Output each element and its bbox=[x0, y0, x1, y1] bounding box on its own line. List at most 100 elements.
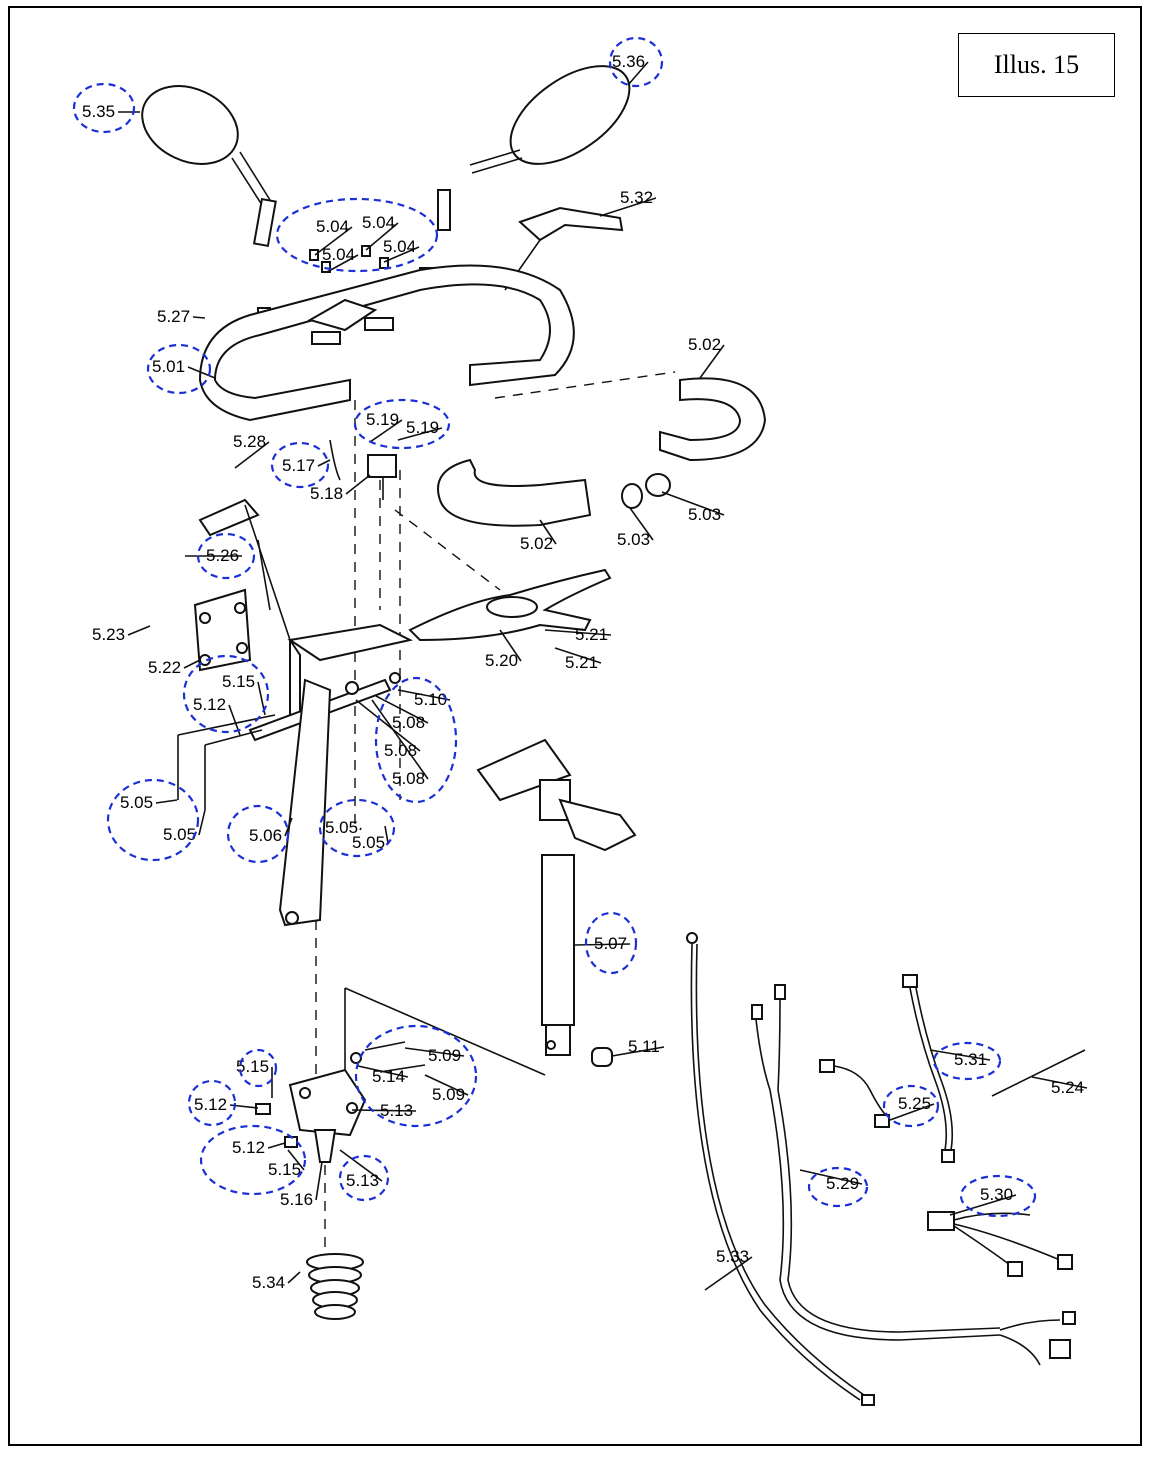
leader-line bbox=[499, 629, 522, 662]
part-label: 5.09 bbox=[432, 1085, 465, 1104]
highlight-circle bbox=[146, 343, 212, 395]
wiring-harness bbox=[751, 984, 1076, 1366]
frame-bracket bbox=[177, 623, 413, 927]
part-label: 5.35 bbox=[82, 102, 115, 121]
part-label: 5.05 bbox=[163, 825, 196, 844]
highlight-circles bbox=[72, 36, 1037, 1218]
lower-bracket bbox=[255, 920, 426, 1250]
leader-line bbox=[384, 825, 389, 844]
part-label: 5.04 bbox=[316, 217, 349, 236]
leader-line bbox=[192, 316, 206, 319]
leader-line bbox=[155, 799, 178, 804]
part-label: 5.15 bbox=[268, 1160, 301, 1179]
leader-line bbox=[357, 1065, 409, 1078]
leader-line bbox=[661, 491, 725, 516]
part-label: 5.10 bbox=[414, 690, 447, 709]
part-label: 5.12 bbox=[193, 695, 226, 714]
part-label: 5.03 bbox=[688, 505, 721, 524]
highlight-circle bbox=[270, 441, 330, 489]
part-label: 5.32 bbox=[620, 188, 653, 207]
leader-line bbox=[317, 459, 331, 467]
leader-line bbox=[699, 344, 725, 379]
drawing-frame bbox=[8, 6, 1142, 1446]
leader-line bbox=[554, 647, 602, 664]
part-label: 5.30 bbox=[980, 1185, 1013, 1204]
highlight-circle bbox=[182, 654, 270, 734]
part-label: 5.20 bbox=[485, 651, 518, 670]
part-label: 5.01 bbox=[152, 357, 185, 376]
highlight-circle bbox=[584, 911, 638, 975]
gas-strut bbox=[344, 738, 637, 1076]
part-label: 5.36 bbox=[612, 52, 645, 71]
highlight-circle bbox=[959, 1174, 1037, 1218]
brake-cable bbox=[686, 932, 875, 1406]
leader-line bbox=[287, 1149, 305, 1171]
leader-line bbox=[629, 507, 654, 541]
part-label: 5.12 bbox=[194, 1095, 227, 1114]
part-label: 5.19 bbox=[406, 418, 439, 437]
highlight-circle bbox=[338, 1154, 390, 1202]
part-label: 5.26 bbox=[206, 546, 239, 565]
leader-line bbox=[284, 817, 293, 837]
part-label: 5.21 bbox=[565, 653, 598, 672]
part-label: 5.05 bbox=[325, 818, 358, 837]
part-label: 5.22 bbox=[148, 658, 181, 677]
leader-line bbox=[359, 827, 362, 831]
part-label: 5.14 bbox=[372, 1067, 405, 1086]
part-label: 5.15 bbox=[236, 1057, 269, 1076]
leader-line bbox=[424, 1074, 469, 1096]
part-label: 5.23 bbox=[92, 625, 125, 644]
part-label: 5.16 bbox=[280, 1190, 313, 1209]
part-label: 5.25 bbox=[898, 1094, 931, 1113]
leader-line bbox=[365, 222, 399, 251]
part-label: 5.02 bbox=[688, 335, 721, 354]
part-label: 5.19 bbox=[366, 410, 399, 429]
leader-line bbox=[315, 1161, 323, 1201]
control-panel bbox=[193, 498, 291, 672]
part-label: 5.27 bbox=[157, 307, 190, 326]
mirror-right bbox=[419, 65, 631, 283]
part-label: 5.08 bbox=[392, 713, 425, 732]
part-label: 5.11 bbox=[628, 1037, 660, 1056]
highlight-circle bbox=[353, 398, 451, 450]
leader-line bbox=[351, 1109, 417, 1112]
connector-harness bbox=[927, 1211, 1073, 1277]
part-label: 5.31 bbox=[954, 1050, 987, 1069]
sensor-cable bbox=[819, 1059, 891, 1128]
leader-line bbox=[889, 1103, 935, 1121]
leader-line bbox=[371, 699, 429, 780]
part-label: 5.13 bbox=[346, 1171, 379, 1190]
leader-line bbox=[345, 474, 371, 495]
leader-line bbox=[397, 427, 443, 441]
leader-line bbox=[611, 1046, 665, 1057]
part-label: 5.04 bbox=[322, 245, 355, 264]
leader-line bbox=[949, 1194, 1017, 1216]
handle-grips bbox=[437, 371, 767, 527]
highlight-circle bbox=[318, 798, 396, 858]
highlight-circle bbox=[187, 1079, 237, 1127]
part-label: 5.29 bbox=[826, 1174, 859, 1193]
cable-tie bbox=[991, 1049, 1086, 1097]
leader-line bbox=[355, 699, 421, 752]
leader-line bbox=[287, 1271, 301, 1284]
leader-line bbox=[369, 419, 403, 443]
leader-line bbox=[599, 197, 657, 217]
highlight-circle bbox=[608, 36, 664, 88]
highlight-circle bbox=[275, 197, 439, 273]
foot-rest-plate bbox=[394, 509, 612, 642]
part-label: 5.09 bbox=[428, 1046, 461, 1065]
leader-line bbox=[198, 809, 206, 836]
leader-line bbox=[404, 1047, 465, 1057]
part-label: 5.13 bbox=[380, 1101, 413, 1120]
leader-line bbox=[375, 695, 429, 724]
leader-line bbox=[1031, 1076, 1088, 1089]
leader-line bbox=[704, 1256, 753, 1291]
leader-line bbox=[929, 1049, 991, 1061]
leader-line bbox=[314, 226, 353, 256]
part-label: 5.34 bbox=[252, 1273, 285, 1292]
highlight-circle bbox=[199, 1124, 307, 1196]
highlight-circle bbox=[72, 82, 136, 134]
part-label: 5.18 bbox=[310, 484, 343, 503]
